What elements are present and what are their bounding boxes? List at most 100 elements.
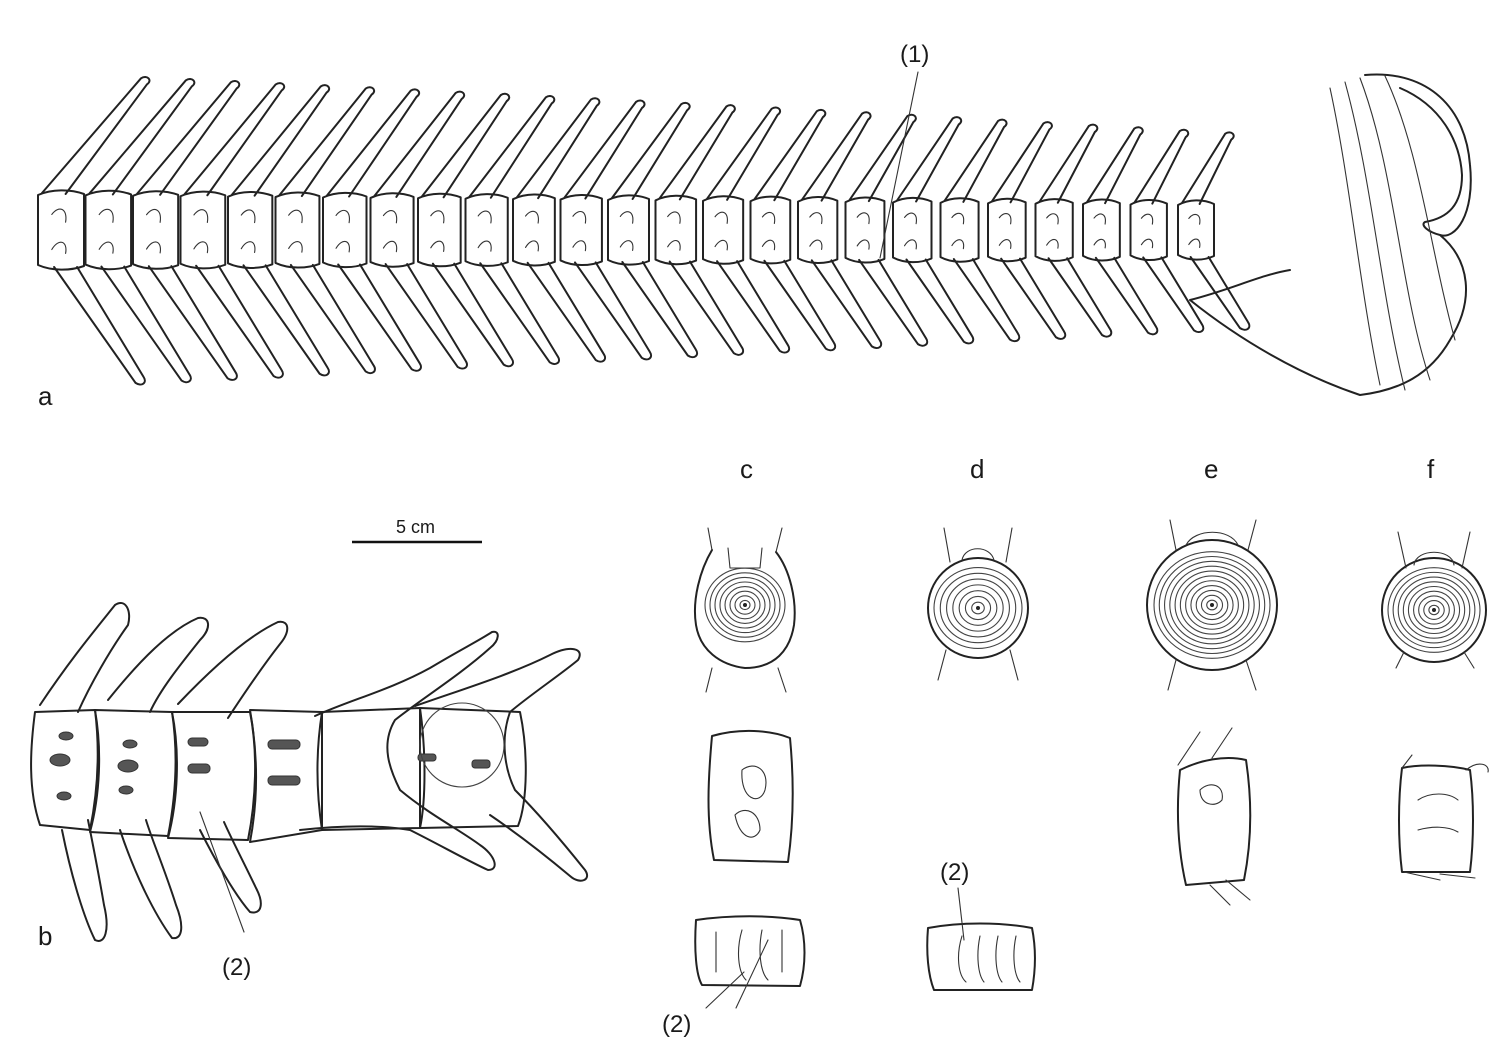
centrum-detail: [288, 209, 303, 253]
growth-ring: [1158, 555, 1266, 655]
scale-bar: 5 cm: [352, 517, 482, 544]
dorsal-spine: [88, 78, 196, 196]
dorsal-spine: [1181, 131, 1235, 205]
vertebra-b2-centrum: [89, 709, 177, 837]
vertebra-f-lateral: [1398, 764, 1474, 873]
centrum-detail: [146, 208, 161, 254]
centrum: [1034, 198, 1074, 262]
vertebra-c-ventral-detail: [715, 929, 783, 981]
dorsal-spine: [183, 82, 286, 197]
vertebra-d-anterior-outline: [927, 557, 1029, 659]
ventral-spine: [952, 258, 1021, 343]
vertebra-b1-spine: [39, 602, 131, 942]
growth-ring: [1200, 594, 1224, 616]
vertebra-b4-centrum: [249, 709, 323, 843]
growth-ring: [1169, 565, 1255, 645]
growth-rings-f: [1387, 567, 1481, 653]
vertebral-centra: [37, 189, 1215, 271]
centrum: [1082, 198, 1121, 262]
notochord-center: [743, 603, 747, 607]
ventral-spine: [431, 262, 514, 368]
growth-ring: [1407, 585, 1461, 635]
growth-ring: [709, 572, 781, 638]
dorsal-spine: [326, 88, 421, 198]
ventral-spine: [100, 265, 192, 384]
vertebra-e-anterior-outline: [1146, 539, 1278, 671]
centrum: [844, 196, 886, 264]
dorsal-spine: [563, 99, 646, 200]
dorsal-spine: [706, 106, 782, 201]
caudal-fin-base: [1189, 73, 1472, 396]
vertebra-e-lateral: [1177, 757, 1252, 886]
growth-ring: [946, 578, 1010, 638]
vertebra-d-ventral: [926, 922, 1036, 991]
vertebra-d-arch: [937, 527, 1019, 681]
panel-f-vertebra-views: f: [1381, 454, 1489, 881]
ventral-spine: [1000, 257, 1067, 340]
ventral-spine: [147, 265, 238, 381]
annotation-1-leader: [879, 71, 919, 259]
vertebra-c-ventral: [694, 915, 806, 987]
centrum-detail: [98, 208, 114, 254]
vertebra-b6-centrum: [419, 707, 527, 829]
dorsal-spine: [753, 108, 827, 202]
growth-ring: [1392, 571, 1476, 649]
vertebra-b3-spine: [177, 620, 289, 914]
dorsal-spine: [848, 113, 917, 203]
centrum: [654, 194, 698, 266]
dorsal-spine: [611, 101, 691, 200]
ventral-spine: [1142, 256, 1205, 334]
centrum-detail: [477, 210, 492, 252]
centrum-detail: [761, 211, 776, 251]
growth-ring: [1153, 551, 1271, 659]
centrum: [512, 193, 556, 267]
scale-bar-label: 5 cm: [396, 517, 435, 537]
dorsal-spines: [41, 76, 1235, 205]
panel-b-label: b: [38, 921, 52, 951]
annotation-2-leader-c: [705, 939, 769, 1009]
vertebra-f-lateral-detail: [1401, 754, 1489, 881]
growth-ring: [1397, 576, 1471, 644]
growth-ring: [704, 567, 786, 643]
foramen: [122, 739, 138, 749]
neural-arch-outline: [419, 702, 505, 788]
growth-ring: [939, 572, 1017, 644]
ventral-spine: [1189, 256, 1251, 331]
dorsal-spine: [991, 121, 1053, 204]
ventral-spine: [337, 263, 422, 372]
notochord-center: [1432, 608, 1436, 612]
vertebra-c-lateral: [707, 729, 794, 863]
vertebra-b2-spine: [107, 616, 209, 940]
dorsal-spine: [468, 95, 556, 199]
annotation-2-leader-d: [957, 887, 965, 941]
growth-ring: [1418, 595, 1450, 625]
vertebra-c-anterior-outline: [694, 549, 796, 669]
ventral-spine: [810, 259, 883, 349]
centrum: [939, 197, 980, 263]
vertebra-b6-processes: [414, 648, 589, 882]
centrum-detail: [240, 209, 256, 253]
centrum-detail: [809, 212, 823, 250]
growth-ring: [1423, 600, 1445, 620]
vertebra-b5-processes: [299, 630, 499, 871]
ventral-spine: [621, 261, 699, 359]
annotation-2-leader-b: [199, 811, 245, 933]
centrum-detail: [1046, 213, 1059, 249]
centrum-detail: [904, 212, 917, 250]
growth-ring: [734, 595, 756, 615]
vertebra-b1-centrum: [30, 709, 99, 831]
centrum-detail: [382, 210, 398, 253]
dorsal-spine: [896, 116, 963, 203]
centrum-detail: [951, 212, 965, 250]
centrum: [797, 196, 839, 264]
annotation-2-label-d: (2): [940, 859, 969, 886]
centrum-detail: [714, 211, 728, 251]
vertebra-c-lateral-detail: [734, 765, 767, 838]
growth-ring: [1206, 599, 1218, 611]
centrum: [179, 190, 227, 270]
growth-ring: [1195, 589, 1229, 621]
growth-ring: [1179, 575, 1245, 635]
dorsal-spine: [1086, 126, 1144, 205]
growth-rings-e: [1153, 551, 1271, 659]
